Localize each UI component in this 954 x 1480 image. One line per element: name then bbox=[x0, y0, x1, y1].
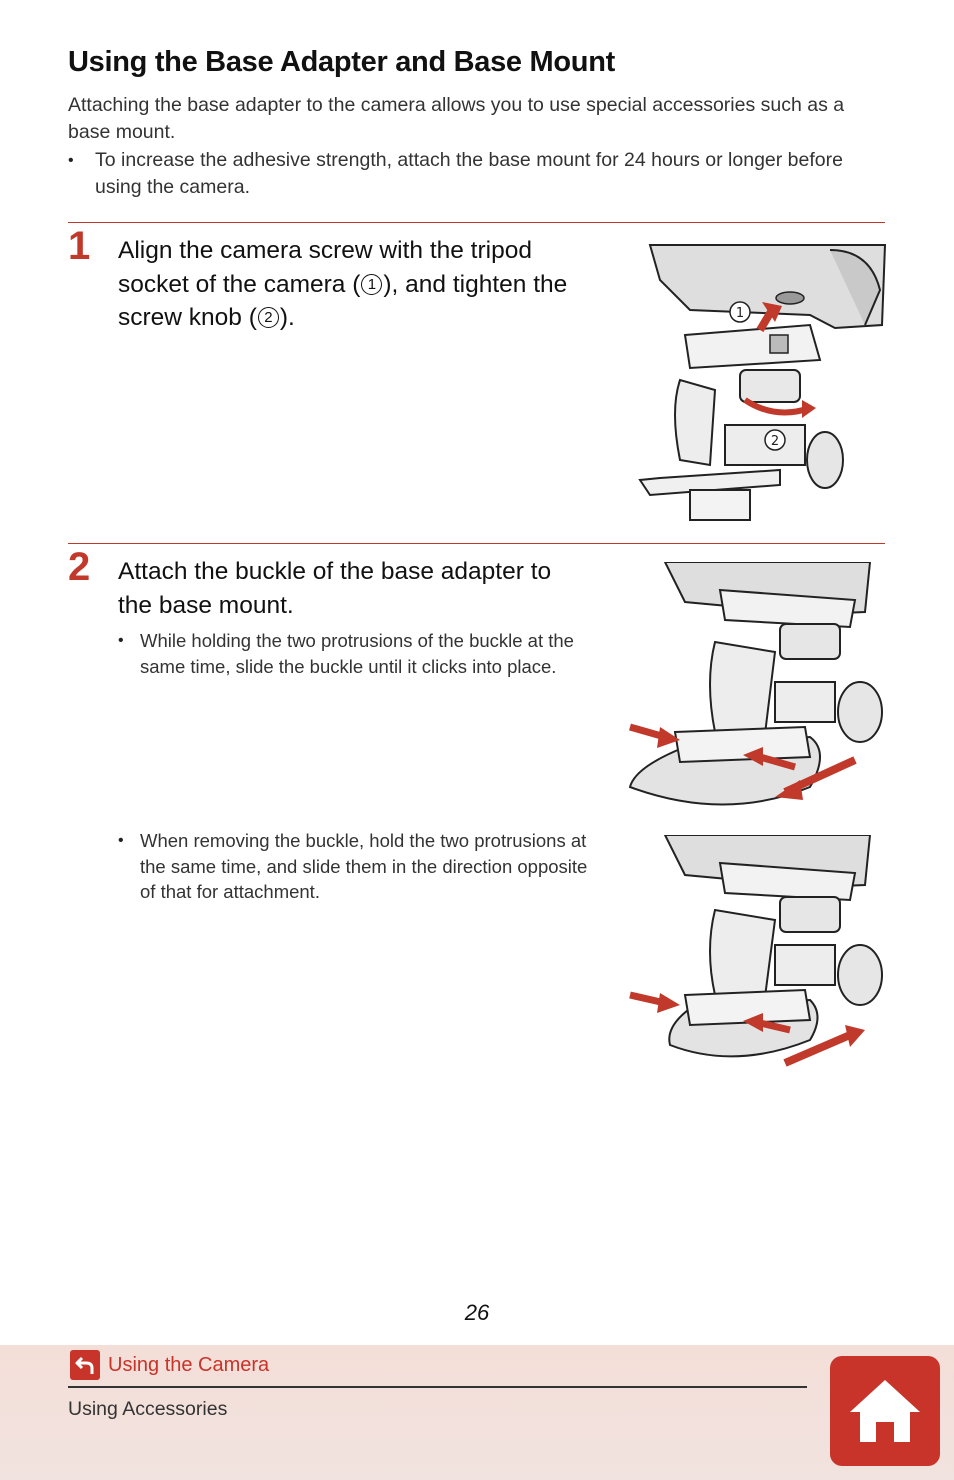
step1-number: 1 bbox=[68, 224, 91, 268]
home-icon bbox=[850, 1380, 920, 1442]
svg-text:1: 1 bbox=[736, 306, 744, 321]
bullet-marker: • bbox=[118, 832, 124, 849]
step2-divider bbox=[68, 543, 885, 544]
step2-bullet2-text: When removing the buckle, hold the two p… bbox=[140, 830, 588, 902]
page-number: 26 bbox=[464, 1300, 490, 1325]
back-arrow-icon[interactable] bbox=[70, 1350, 100, 1380]
step2-bullet-remove: • When removing the buckle, hold the two… bbox=[118, 828, 588, 905]
step1-divider bbox=[68, 222, 885, 223]
footer-divider bbox=[68, 1386, 807, 1388]
intro-bullet: • To increase the adhesive strength, att… bbox=[68, 147, 888, 201]
footer-link-text[interactable]: Using the Camera bbox=[108, 1353, 270, 1376]
circled-2: 2 bbox=[257, 307, 279, 328]
step2-bullet-attach: • While holding the two protrusions of t… bbox=[118, 628, 588, 679]
step1-text-b: ), and tighten the screw knob ( bbox=[118, 270, 568, 332]
svg-text:2: 2 bbox=[771, 434, 779, 449]
home-button[interactable] bbox=[830, 1356, 940, 1466]
footer bbox=[0, 1345, 954, 1480]
bullet-marker: • bbox=[68, 152, 74, 169]
circled-1: 1 bbox=[361, 273, 383, 295]
step2-number: 2 bbox=[68, 545, 91, 589]
step2-bullet1-text: While holding the two protrusions of the… bbox=[140, 630, 574, 677]
intro-bullet-text: To increase the adhesive strength, attac… bbox=[95, 149, 843, 198]
step1-text-a: Align the camera screw with the tripod s… bbox=[118, 237, 532, 298]
bullet-marker: • bbox=[118, 632, 124, 649]
step2-remove-illustration bbox=[629, 835, 883, 1067]
step1-text-c: ). bbox=[279, 304, 295, 331]
footer-section: Using Accessories bbox=[68, 1398, 228, 1420]
intro-text: Attaching the base adapter to the camera… bbox=[68, 94, 845, 143]
step2-attach-illustration bbox=[628, 562, 883, 806]
footer-back-link[interactable]: Using the Camera bbox=[70, 1350, 269, 1380]
step2-text: Attach the buckle of the base adapter to… bbox=[118, 558, 552, 619]
step1-text: Align the camera screw with the tripod s… bbox=[118, 234, 588, 335]
step1-illustration: 1 2 bbox=[638, 244, 887, 521]
page-title: Using the Base Adapter and Base Mount bbox=[68, 46, 615, 78]
